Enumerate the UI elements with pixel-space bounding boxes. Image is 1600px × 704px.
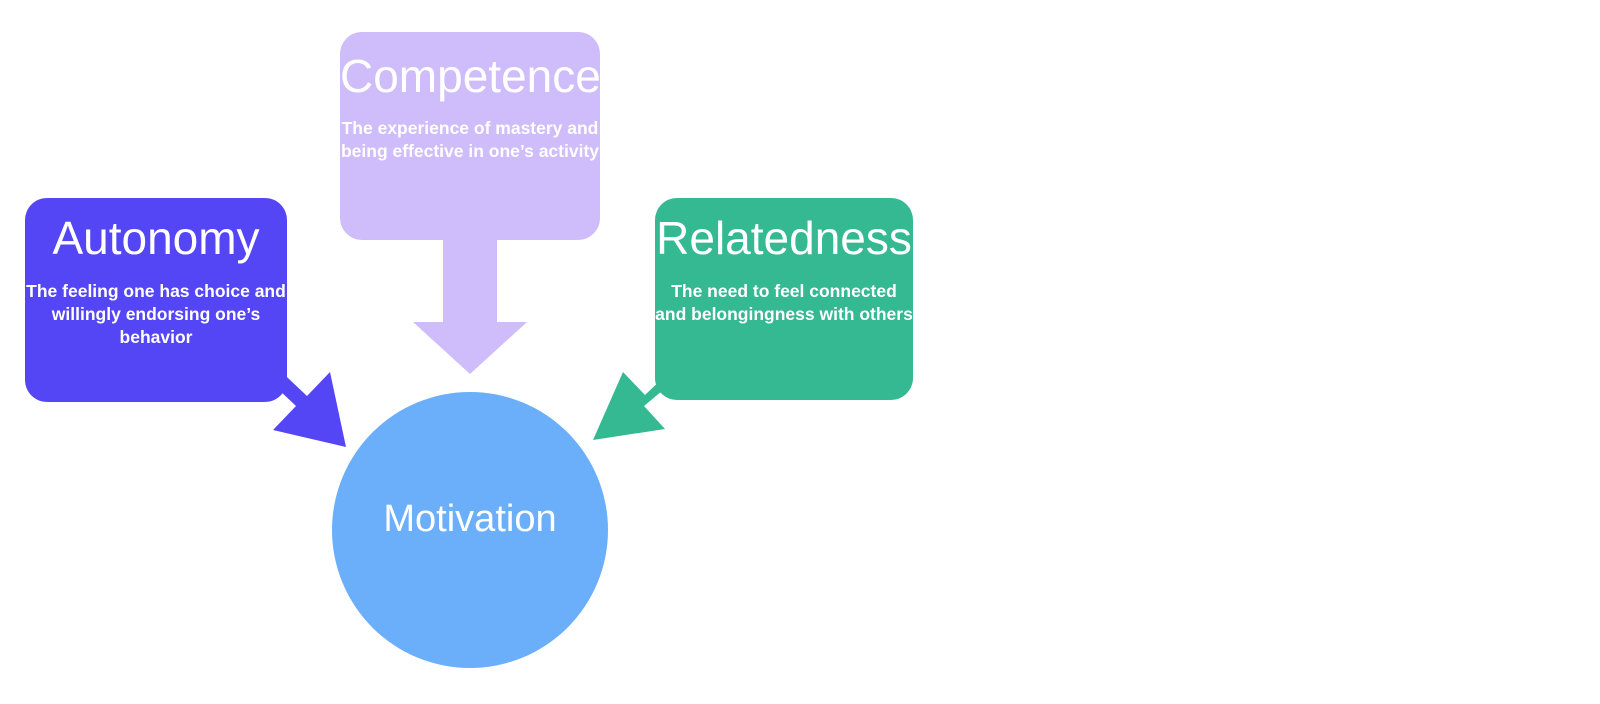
motivation-circle[interactable] xyxy=(332,392,608,668)
competence-box[interactable] xyxy=(340,32,600,240)
relatedness-box[interactable] xyxy=(655,198,913,400)
autonomy-label-group: Autonomy The feeling one has choice and … xyxy=(25,214,287,350)
motivation-label-group: Motivation xyxy=(332,498,608,540)
autonomy-description: The feeling one has choice and willingly… xyxy=(26,281,286,348)
relatedness-label-group: Relatedness The need to feel connected a… xyxy=(655,214,913,326)
autonomy-title: Autonomy xyxy=(52,212,260,264)
node-relatedness[interactable] xyxy=(593,198,913,440)
competence-title: Competence xyxy=(340,50,601,102)
relatedness-description: The need to feel connected and belonging… xyxy=(655,281,913,325)
node-competence[interactable] xyxy=(340,32,600,374)
relatedness-title: Relatedness xyxy=(656,212,912,264)
competence-description: The experience of mastery and being effe… xyxy=(340,118,600,162)
arrow-competence-to-motivation xyxy=(413,236,527,374)
motivation-title: Motivation xyxy=(383,498,557,540)
competence-label-group: Competence The experience of mastery and… xyxy=(340,50,601,163)
node-autonomy[interactable] xyxy=(25,198,346,447)
autonomy-box[interactable] xyxy=(25,198,287,402)
